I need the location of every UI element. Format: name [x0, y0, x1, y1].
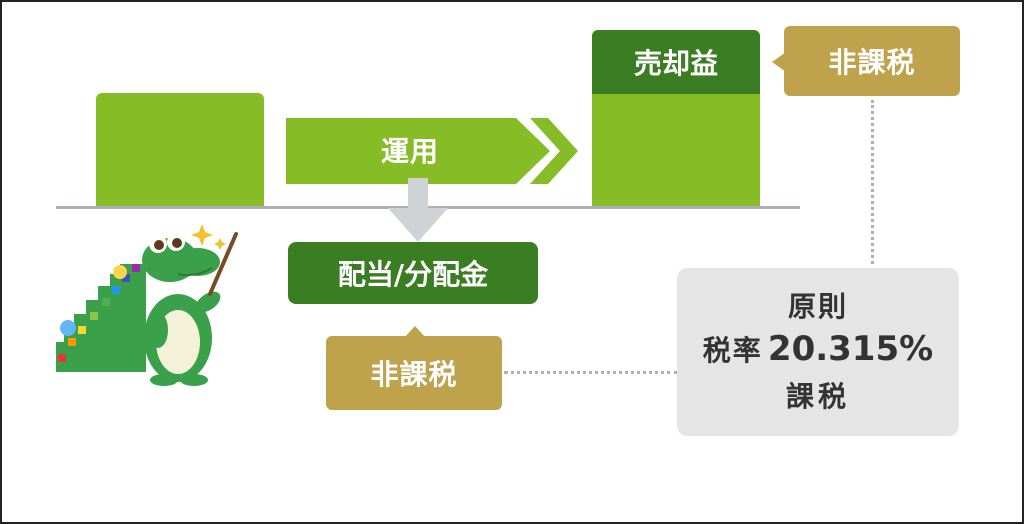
crocodile-mascot-illustration	[56, 224, 238, 386]
top-hikazei-label: 非課税	[828, 46, 916, 79]
bottom-hikazei-label: 非課税	[370, 358, 458, 391]
vertical-dotted-connector	[871, 100, 874, 264]
taxation-box: 原則 税率 20.315% 課税	[677, 268, 959, 436]
bottom-hikazei-badge: 非課税	[326, 336, 502, 410]
initial-investment-block	[96, 93, 264, 207]
pointer-stick	[208, 232, 238, 296]
dividend-label: 配当/分配金	[337, 258, 489, 291]
operation-label: 運用	[380, 135, 439, 168]
sale-profit-header: 売却益	[592, 30, 760, 94]
dividend-box: 配当/分配金	[288, 242, 538, 304]
tax-rate-line: 税率 20.315%	[703, 326, 933, 378]
top-hikazei-badge: 非課税	[784, 26, 960, 96]
horizontal-dotted-connector	[504, 371, 678, 374]
sale-block	[592, 93, 760, 207]
operation-arrow	[286, 118, 578, 184]
tax-principle: 原則	[787, 290, 848, 323]
sale-profit-label: 売却益	[633, 47, 718, 80]
top-hikazei-pointer	[772, 52, 786, 72]
colorful-stairs	[56, 264, 146, 372]
sparkle-icon	[191, 224, 226, 250]
tax-taxed: 課税	[785, 380, 850, 413]
tax-rate-value: 20.315%	[767, 329, 934, 369]
bottom-hikazei-pointer	[404, 326, 426, 338]
tax-rate-prefix: 税率	[702, 334, 763, 367]
down-arrow	[388, 178, 448, 242]
crocodile	[142, 233, 221, 386]
